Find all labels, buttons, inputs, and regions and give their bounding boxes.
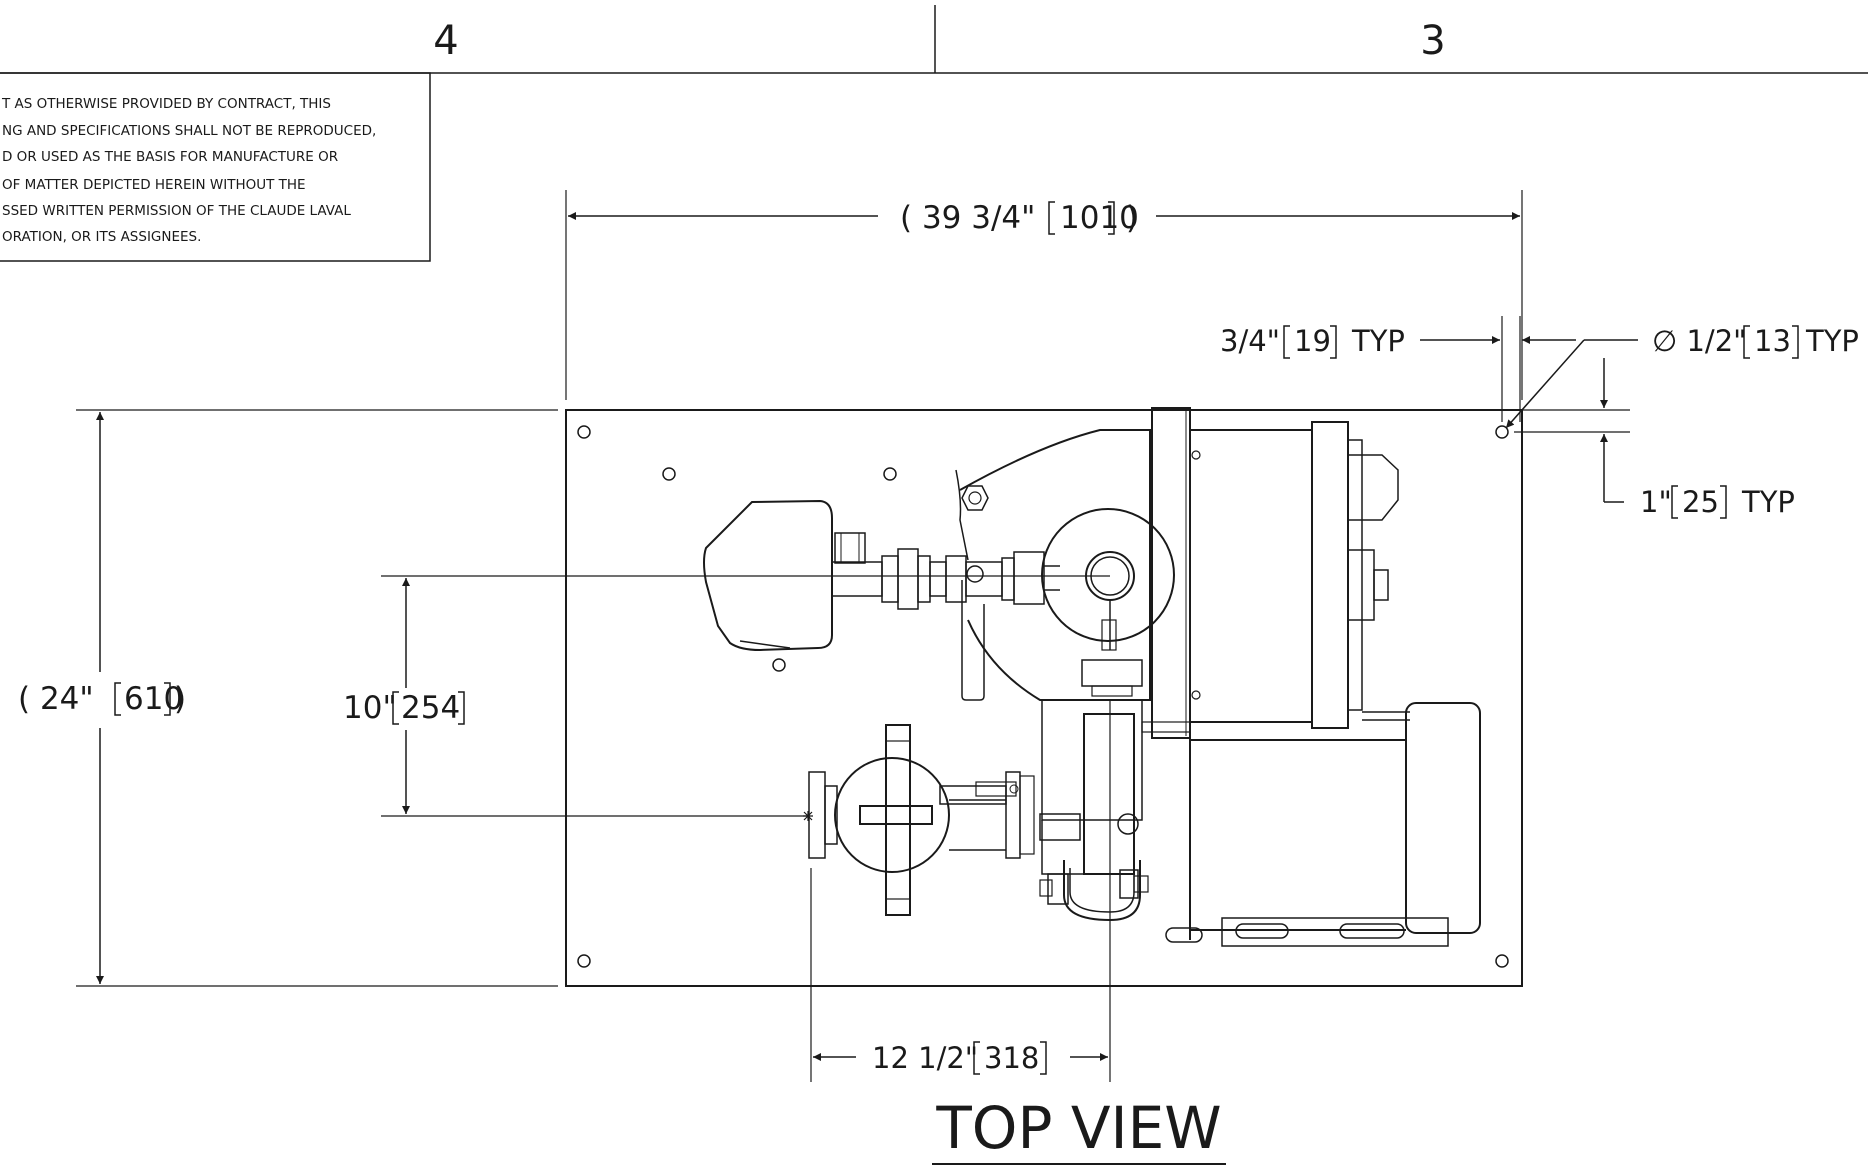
notice-line: OF MATTER DEPICTED HEREIN WITHOUT THE	[2, 177, 306, 193]
dim-hole-edge-x-prefix: 3/4"	[1220, 324, 1280, 358]
zone-label-right: 3	[1420, 18, 1445, 64]
dim-hole-edge-y: 1" 25 TYP	[1600, 358, 1795, 519]
mounting-hole	[1495, 425, 1509, 439]
dim-hole-edge-y-metric: 25	[1682, 485, 1719, 519]
dim-pipe-spacing: 10" 254	[343, 578, 465, 814]
plate-hole	[662, 467, 676, 481]
dim-hole-diameter: ∅ 1/2" 13 TYP	[1505, 324, 1859, 429]
base-plate	[565, 409, 1523, 987]
dim-horizontal-offset-prefix: 12 1/2"	[872, 1041, 978, 1075]
dim-horizontal-offset-metric: 318	[984, 1041, 1039, 1075]
dim-hole-edge-y-prefix: 1"	[1640, 485, 1672, 519]
notice-line: D OR USED AS THE BASIS FOR MANUFACTURE O…	[2, 149, 338, 165]
dim-hole-edge-y-suffix: TYP	[1741, 485, 1795, 519]
plate-hole	[883, 467, 897, 481]
dim-overall-height-metric: 610	[124, 681, 183, 717]
dim-overall-width-metric: 1010	[1060, 200, 1139, 236]
lower-pipe-assembly	[1039, 699, 1149, 922]
dim-hole-edge-x-suffix: TYP	[1351, 324, 1405, 358]
motor-assembly	[1141, 407, 1481, 947]
dim-overall-width-suffix: )	[1126, 200, 1138, 236]
dim-pipe-spacing-metric: 254	[401, 690, 460, 726]
zone-label-left: 4	[433, 18, 458, 64]
dim-hole-edge-x: 3/4" 19 TYP	[1220, 324, 1576, 359]
lower-valve-assembly	[808, 724, 1035, 916]
dim-hole-edge-x-metric: 19	[1294, 324, 1331, 358]
notice-line: SSED WRITTEN PERMISSION OF THE CLAUDE LA…	[2, 203, 351, 219]
proprietary-notice: T AS OTHERWISE PROVIDED BY CONTRACT, THI…	[0, 72, 431, 262]
dim-overall-height-prefix: ( 24"	[18, 681, 94, 717]
zone-header: 4 3	[0, 5, 1868, 74]
notice-line: T AS OTHERWISE PROVIDED BY CONTRACT, THI…	[1, 96, 331, 112]
control-valve-bowl	[955, 429, 1175, 701]
dim-hole-diameter-suffix: TYP	[1805, 324, 1859, 358]
extension-lines	[76, 190, 1630, 1082]
notice-line: ORATION, OR ITS ASSIGNEES.	[2, 229, 201, 245]
plate-hole	[772, 658, 786, 672]
view-title: TOP VIEW	[932, 1094, 1226, 1165]
mounting-hole	[1495, 954, 1509, 968]
dim-hole-diameter-prefix: ∅ 1/2"	[1652, 324, 1747, 358]
pressure-tank	[703, 499, 866, 652]
dim-overall-width: ( 39 3/4" 1010 )	[568, 200, 1520, 236]
mounting-hole	[577, 425, 591, 439]
dim-horizontal-offset: 12 1/2" 318	[813, 1041, 1108, 1075]
dim-overall-width-prefix: ( 39 3/4"	[900, 200, 1035, 236]
dim-hole-diameter-metric: 13	[1754, 324, 1791, 358]
notice-line: NG AND SPECIFICATIONS SHALL NOT BE REPRO…	[2, 123, 376, 139]
dim-pipe-spacing-prefix: 10"	[343, 690, 397, 726]
mounting-hole	[577, 954, 591, 968]
dim-overall-height-suffix: )	[174, 681, 186, 717]
view-label: TOP VIEW	[935, 1094, 1221, 1162]
upper-pipe-assembly	[831, 548, 1060, 701]
dim-overall-height: ( 24" 610 )	[18, 412, 186, 984]
